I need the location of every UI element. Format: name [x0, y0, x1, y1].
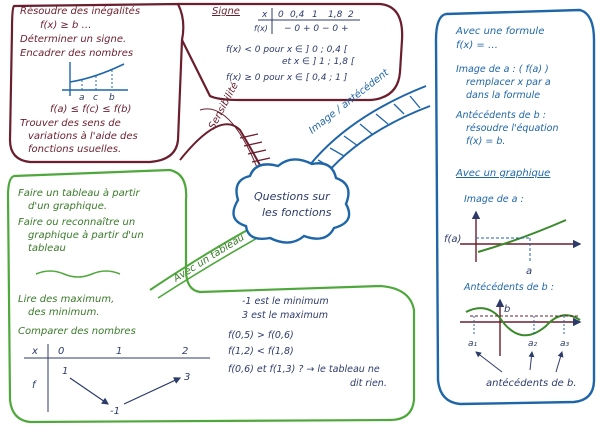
sign-line-3: f(x) ≥ 0 pour x ∈ [ 0,4 ; 1 ]: [226, 73, 348, 83]
blue-footer: antécédents de b.: [486, 377, 577, 389]
graph-label-c: c: [93, 93, 98, 103]
sign-line-1: f(x) < 0 pour x ∈ ] 0 ; 0,4 [: [226, 45, 348, 55]
center-cloud: Questions sur les fonctions: [232, 158, 351, 244]
green-note-1: -1 est le minimum: [242, 296, 329, 307]
image-graph: f(a) a: [444, 210, 582, 277]
blue-title: Avec une formule: [455, 26, 544, 37]
green-item-1b: d'un graphique.: [28, 201, 107, 212]
blue-ante-line-1: résoudre l'équation: [466, 123, 559, 134]
svg-text:2: 2: [348, 10, 354, 20]
green-note-4: f(1,2) < f(1,8): [228, 346, 294, 357]
center-line-2: les fonctions: [262, 206, 332, 219]
a-label: a: [526, 266, 532, 277]
svg-text:f: f: [32, 380, 37, 391]
green-item-2c: tableau: [28, 243, 66, 254]
maroon-bullet-4c: fonctions usuelles.: [28, 144, 121, 155]
maroon-bubble: [8, 2, 185, 164]
center-line-1: Questions sur: [254, 190, 331, 203]
maroon-ineq: f(x) ≥ b …: [40, 20, 92, 31]
graph-label-a: a: [79, 93, 85, 103]
sign-title: Signe: [212, 6, 240, 17]
svg-text:-1: -1: [110, 406, 120, 417]
green-item-1: Faire un tableau à partir: [18, 187, 141, 199]
svg-text:1,8: 1,8: [328, 10, 343, 20]
blue-bubble: [434, 8, 596, 406]
green-max-1: Lire des maximum,: [18, 294, 114, 305]
green-item-2: Faire ou reconnaître un: [18, 216, 135, 228]
svg-text:x: x: [261, 10, 268, 20]
svg-text:− 0 + 0 − 0 +: − 0 + 0 − 0 +: [284, 24, 349, 34]
a2-label: a₂: [528, 339, 538, 349]
blue-image-title: Image de a : ( f(a) ): [456, 64, 549, 75]
blue-graph-image: Image de a :: [464, 194, 524, 205]
graph-label-b: b: [109, 93, 115, 103]
blue-ante-line-2: f(x) = b.: [466, 136, 505, 147]
svg-text:x: x: [31, 346, 38, 357]
green-item-2b: graphique à partir d'un: [28, 229, 144, 241]
svg-text:2: 2: [182, 346, 188, 357]
maroon-bullet-2: Déterminer un signe.: [20, 33, 126, 45]
svg-text:0,4: 0,4: [290, 10, 305, 20]
svg-text:f(x): f(x): [254, 24, 268, 33]
green-bubble: [6, 168, 416, 424]
blue-formula: f(x) = …: [456, 40, 498, 51]
variation-table: x 0 1 2 f 1 -1 3: [24, 344, 210, 417]
svg-text:1: 1: [116, 346, 122, 357]
maroon-bullet-3: Encadrer des nombres: [20, 48, 133, 59]
fa-label: f(a): [444, 234, 461, 245]
maroon-bullet-4b: variations à l'aide des: [28, 130, 138, 142]
a1-label: a₁: [468, 339, 478, 349]
blue-ante-title: Antécédents de b :: [455, 110, 546, 121]
maroon-sign-box: [178, 2, 404, 102]
svg-text:0: 0: [58, 346, 64, 357]
green-max-2: des minimum.: [28, 307, 100, 318]
green-note-5: f(0,6) et f(1,3) ? → le tableau ne: [228, 364, 380, 375]
green-wavy-divider: [35, 270, 121, 278]
maroon-bullet-4a: Trouver des sens de: [20, 118, 121, 129]
svg-text:Avec un tableau: Avec un tableau: [171, 232, 247, 285]
sign-line-2: et x ∈ ] 1 ; 1,8 [: [282, 57, 355, 67]
maroon-bullet-1: Résoudre des inégalités: [20, 5, 140, 17]
a3-label: a₃: [560, 339, 570, 349]
sign-table: x 0 0,4 1 1,8 2 f(x) − 0 + 0 − 0 +: [254, 8, 360, 34]
blue-image-line-1: remplacer x par a: [466, 77, 551, 88]
svg-text:1: 1: [62, 366, 68, 377]
svg-text:1: 1: [312, 10, 318, 20]
green-compare: Comparer des nombres: [18, 326, 136, 337]
maroon-mini-graph: a c b: [62, 62, 128, 103]
blue-ante-graph: Antécédents de b :: [463, 282, 554, 293]
blue-graph-title: Avec un graphique: [455, 168, 550, 179]
green-note-3: f(0,5) > f(0,6): [228, 330, 294, 341]
svg-text:0: 0: [278, 10, 284, 20]
blue-image-line-2: dans la formule: [466, 90, 540, 101]
antecedent-graph: b a₁ a₂ a₃: [460, 298, 582, 373]
svg-text:3: 3: [184, 372, 190, 383]
b-label: b: [504, 304, 510, 315]
green-note-2: 3 est le maximum: [242, 310, 328, 321]
green-note-6: dit rien.: [350, 378, 387, 389]
maroon-bullet-ineq: f(a) ≤ f(c) ≤ f(b): [50, 104, 131, 115]
